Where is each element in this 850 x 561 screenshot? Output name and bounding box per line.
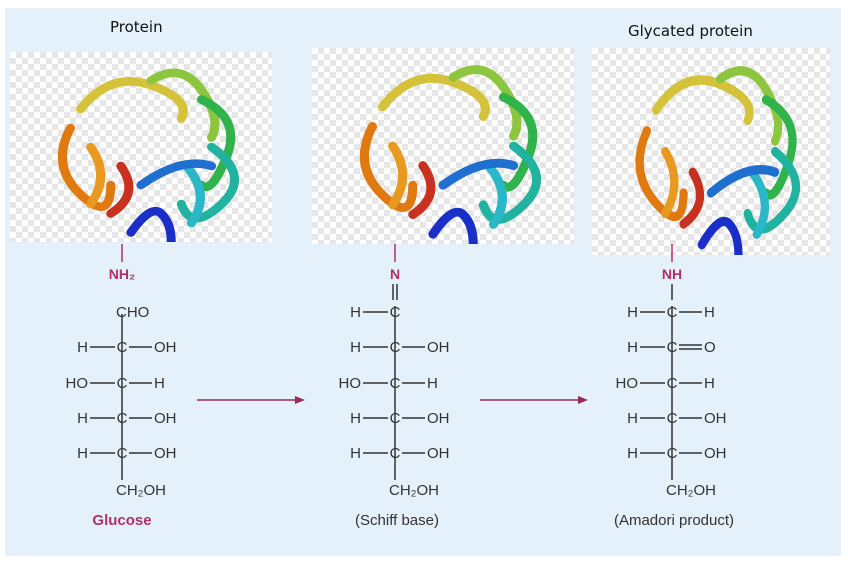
substituent-left: H [350,410,361,427]
protein-helix [378,73,490,122]
protein-helix [57,123,116,211]
substituent-left: HO [339,375,362,392]
protein-ribbon [359,65,542,249]
amine-group: NH₂ [109,266,135,282]
protein-ribbon [57,68,240,247]
protein-helix [146,68,220,142]
protein-helix [661,146,679,219]
protein-helix [635,126,688,222]
protein-structure-image [10,52,272,247]
substituent-right: H [154,375,165,392]
substituent-left: H [77,339,88,356]
carbon-label: CHO [116,304,149,321]
substituent-left: H [77,445,88,462]
glycated-protein-structure-image [592,48,830,260]
structure-label: (Schiff base) [355,512,439,529]
amine-group: N [390,266,400,282]
carbon-label: C [667,375,678,392]
protein-helix [136,159,217,190]
substituent-left: HO [66,375,89,392]
protein-helix [483,161,507,229]
carbon-label: C [117,339,128,356]
amine-group: NH [662,266,682,282]
substituent-left: H [627,304,638,321]
carbon-label: C [667,410,678,427]
protein-helix [448,65,522,141]
protein-helix [428,207,478,249]
substituent-right: OH [154,410,177,427]
substituent-left: H [350,445,361,462]
carbon-label: C [667,445,678,462]
substituent-right: H [427,375,438,392]
carbon-label: C [117,375,128,392]
protein-helix [176,142,240,223]
carbon-label: C [667,304,678,321]
protein-ribbon [635,66,801,260]
substituent-left: H [627,445,638,462]
carbon-label: C [117,445,128,462]
carbon-label: CH₂OH [116,482,166,499]
arrow-head-icon [295,396,305,404]
protein-helix [716,66,783,146]
substituent-right: OH [427,339,450,356]
structure-label: (Amadori product) [614,512,734,529]
protein-helix [748,167,770,239]
substituent-left: HO [616,375,639,392]
substituent-left: H [627,410,638,427]
substituent-right: OH [427,410,450,427]
substituent-left: H [627,339,638,356]
protein-helix [76,77,188,123]
carbon-label: C [667,339,678,356]
protein-helix [697,216,743,260]
protein-helix [651,75,754,126]
structure-label: Glucose [92,512,151,529]
carbon-label: CH₂OH [666,482,716,499]
protein-helix [388,141,408,210]
protein-helix [743,146,801,234]
protein-helix [126,206,176,247]
protein-structure-image [312,48,574,249]
substituent-right: H [704,375,715,392]
substituent-right: OH [154,445,177,462]
carbon-label: C [390,410,401,427]
glycated-protein-title: Glycated protein [628,22,753,40]
carbon-label: CH₂OH [389,482,439,499]
substituent-right: OH [154,339,177,356]
carbon-label: C [117,410,128,427]
protein-helix [408,161,436,220]
substituent-right: H [704,304,715,321]
substituent-left: H [350,304,361,321]
substituent-right: OH [704,445,727,462]
substituent-right: O [704,339,716,356]
protein-helix [181,161,205,228]
carbon-label: C [390,339,401,356]
carbon-label: C [390,375,401,392]
substituent-left: H [77,410,88,427]
substituent-right: OH [427,445,450,462]
protein-helix [106,161,134,218]
protein-helix [86,142,106,209]
arrow-head-icon [578,396,588,404]
carbon-label: C [390,304,401,321]
protein-helix [679,167,705,229]
protein-helix [438,158,519,190]
protein-helix [359,121,418,212]
protein-helix [706,164,780,198]
substituent-left: H [350,339,361,356]
protein-title: Protein [110,18,163,36]
carbon-label: C [390,445,401,462]
substituent-right: OH [704,410,727,427]
